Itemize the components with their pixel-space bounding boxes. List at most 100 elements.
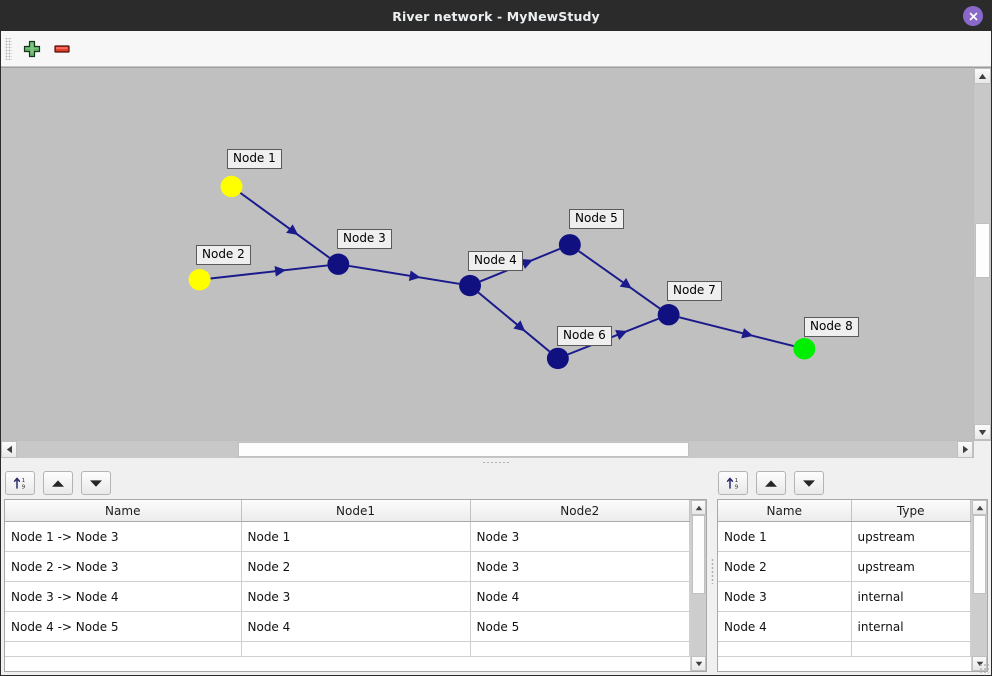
- graph-edge[interactable]: [679, 316, 794, 347]
- nodes-vscroll-track[interactable]: [972, 515, 987, 656]
- node-label[interactable]: Node 1: [227, 149, 282, 169]
- table-cell[interactable]: Node 3 -> Node 4: [5, 581, 242, 612]
- table-row-empty[interactable]: [718, 641, 971, 657]
- table-cell[interactable]: Node 4: [718, 611, 852, 642]
- canvas-hscroll-thumb[interactable]: [237, 442, 690, 457]
- toolbar-drag-handle[interactable]: [5, 37, 12, 60]
- canvas-vscroll-thumb[interactable]: [975, 223, 990, 278]
- node-label[interactable]: Node 6: [557, 326, 612, 346]
- table-cell[interactable]: Node 3: [470, 551, 690, 582]
- vertical-splitter[interactable]: [710, 467, 714, 675]
- graph-node[interactable]: [558, 234, 581, 256]
- table-cell[interactable]: Node 1: [718, 521, 852, 552]
- add-node-icon[interactable]: [17, 34, 47, 64]
- table-cell[interactable]: internal: [851, 581, 971, 612]
- table-cell[interactable]: Node 4: [241, 611, 471, 642]
- sort-ascending-icon[interactable]: 1 9: [718, 471, 748, 495]
- graph-node[interactable]: [657, 304, 680, 326]
- sort-ascending-icon[interactable]: 1 9: [5, 471, 35, 495]
- node-label[interactable]: Node 4: [468, 251, 523, 271]
- river-network-diagram[interactable]: Node 1 Node 2 Node 3 Node 4 Node 5 Node 6 Node…: [1, 67, 973, 440]
- reaches-vscroll-track[interactable]: [691, 515, 706, 656]
- graph-edge[interactable]: [210, 264, 328, 280]
- move-up-icon[interactable]: [43, 471, 73, 495]
- graph-edge[interactable]: [477, 291, 551, 353]
- column-header[interactable]: Type: [851, 500, 971, 522]
- reaches-vertical-scrollbar[interactable]: [690, 500, 706, 671]
- graph-edge[interactable]: [578, 250, 661, 310]
- table-cell[interactable]: upstream: [851, 551, 971, 582]
- table-cell[interactable]: [718, 641, 852, 657]
- table-cell[interactable]: [851, 641, 971, 657]
- move-down-icon[interactable]: [81, 471, 111, 495]
- node-label[interactable]: Node 3: [337, 229, 392, 249]
- column-header[interactable]: Name: [5, 500, 242, 522]
- graph-edge[interactable]: [567, 317, 659, 356]
- scroll-down-icon[interactable]: [974, 424, 991, 440]
- table-cell[interactable]: Node 3: [241, 581, 471, 612]
- close-icon[interactable]: [963, 6, 983, 26]
- table-cell[interactable]: internal: [851, 611, 971, 642]
- column-header[interactable]: Node1: [241, 500, 471, 522]
- node-label[interactable]: Node 7: [667, 281, 722, 301]
- graph-node[interactable]: [459, 274, 482, 297]
- table-cell[interactable]: Node 5: [470, 611, 690, 642]
- reaches-vscroll-thumb[interactable]: [692, 515, 705, 594]
- canvas-vertical-scrollbar[interactable]: [973, 67, 991, 440]
- scroll-left-icon[interactable]: [1, 441, 17, 458]
- node-label[interactable]: Node 2: [196, 245, 251, 265]
- node-label[interactable]: Node 8: [804, 317, 859, 337]
- horizontal-splitter[interactable]: [1, 458, 991, 467]
- graph-node[interactable]: [793, 338, 816, 360]
- column-header[interactable]: Name: [718, 500, 852, 522]
- graph-node[interactable]: [188, 269, 211, 291]
- table-cell[interactable]: Node 1 -> Node 3: [5, 521, 242, 552]
- nodes-vscroll-thumb[interactable]: [973, 515, 986, 594]
- table-cell[interactable]: [241, 641, 471, 657]
- table-cell[interactable]: Node 2: [718, 551, 852, 582]
- table-cell[interactable]: Node 3: [718, 581, 852, 612]
- table-row-empty[interactable]: [5, 641, 690, 657]
- reaches-scroll-up-icon[interactable]: [691, 500, 706, 515]
- table-cell[interactable]: [470, 641, 690, 657]
- column-header[interactable]: Node2: [470, 500, 690, 522]
- table-cell[interactable]: [5, 641, 242, 657]
- reaches-scroll-down-icon[interactable]: [691, 656, 706, 671]
- scroll-up-icon[interactable]: [974, 68, 991, 84]
- scroll-right-icon[interactable]: [957, 441, 973, 458]
- window-resize-grip[interactable]: [979, 663, 989, 673]
- nodes-vertical-scrollbar[interactable]: [971, 500, 987, 671]
- table-cell[interactable]: upstream: [851, 521, 971, 552]
- graph-node[interactable]: [546, 347, 569, 370]
- table-cell[interactable]: Node 4 -> Node 5: [5, 611, 242, 642]
- table-cell[interactable]: Node 1: [241, 521, 471, 552]
- nodes-scroll-up-icon[interactable]: [972, 500, 987, 515]
- canvas-vscroll-track[interactable]: [974, 84, 991, 424]
- table-cell[interactable]: Node 2: [241, 551, 471, 582]
- graph-edge[interactable]: [239, 192, 331, 259]
- remove-node-icon[interactable]: [47, 34, 77, 64]
- move-down-icon[interactable]: [794, 471, 824, 495]
- canvas-horizontal-scrollbar[interactable]: [1, 440, 991, 458]
- move-up-icon[interactable]: [756, 471, 786, 495]
- canvas-hscroll-track[interactable]: [17, 441, 957, 458]
- node-label[interactable]: Node 5: [569, 209, 624, 229]
- graph-node[interactable]: [327, 253, 350, 275]
- graph-node[interactable]: [220, 175, 243, 198]
- table-cell[interactable]: Node 4: [470, 581, 690, 612]
- graph-edge[interactable]: [348, 264, 460, 285]
- table-cell[interactable]: Node 2 -> Node 3: [5, 551, 242, 582]
- table-cell[interactable]: Node 3: [470, 521, 690, 552]
